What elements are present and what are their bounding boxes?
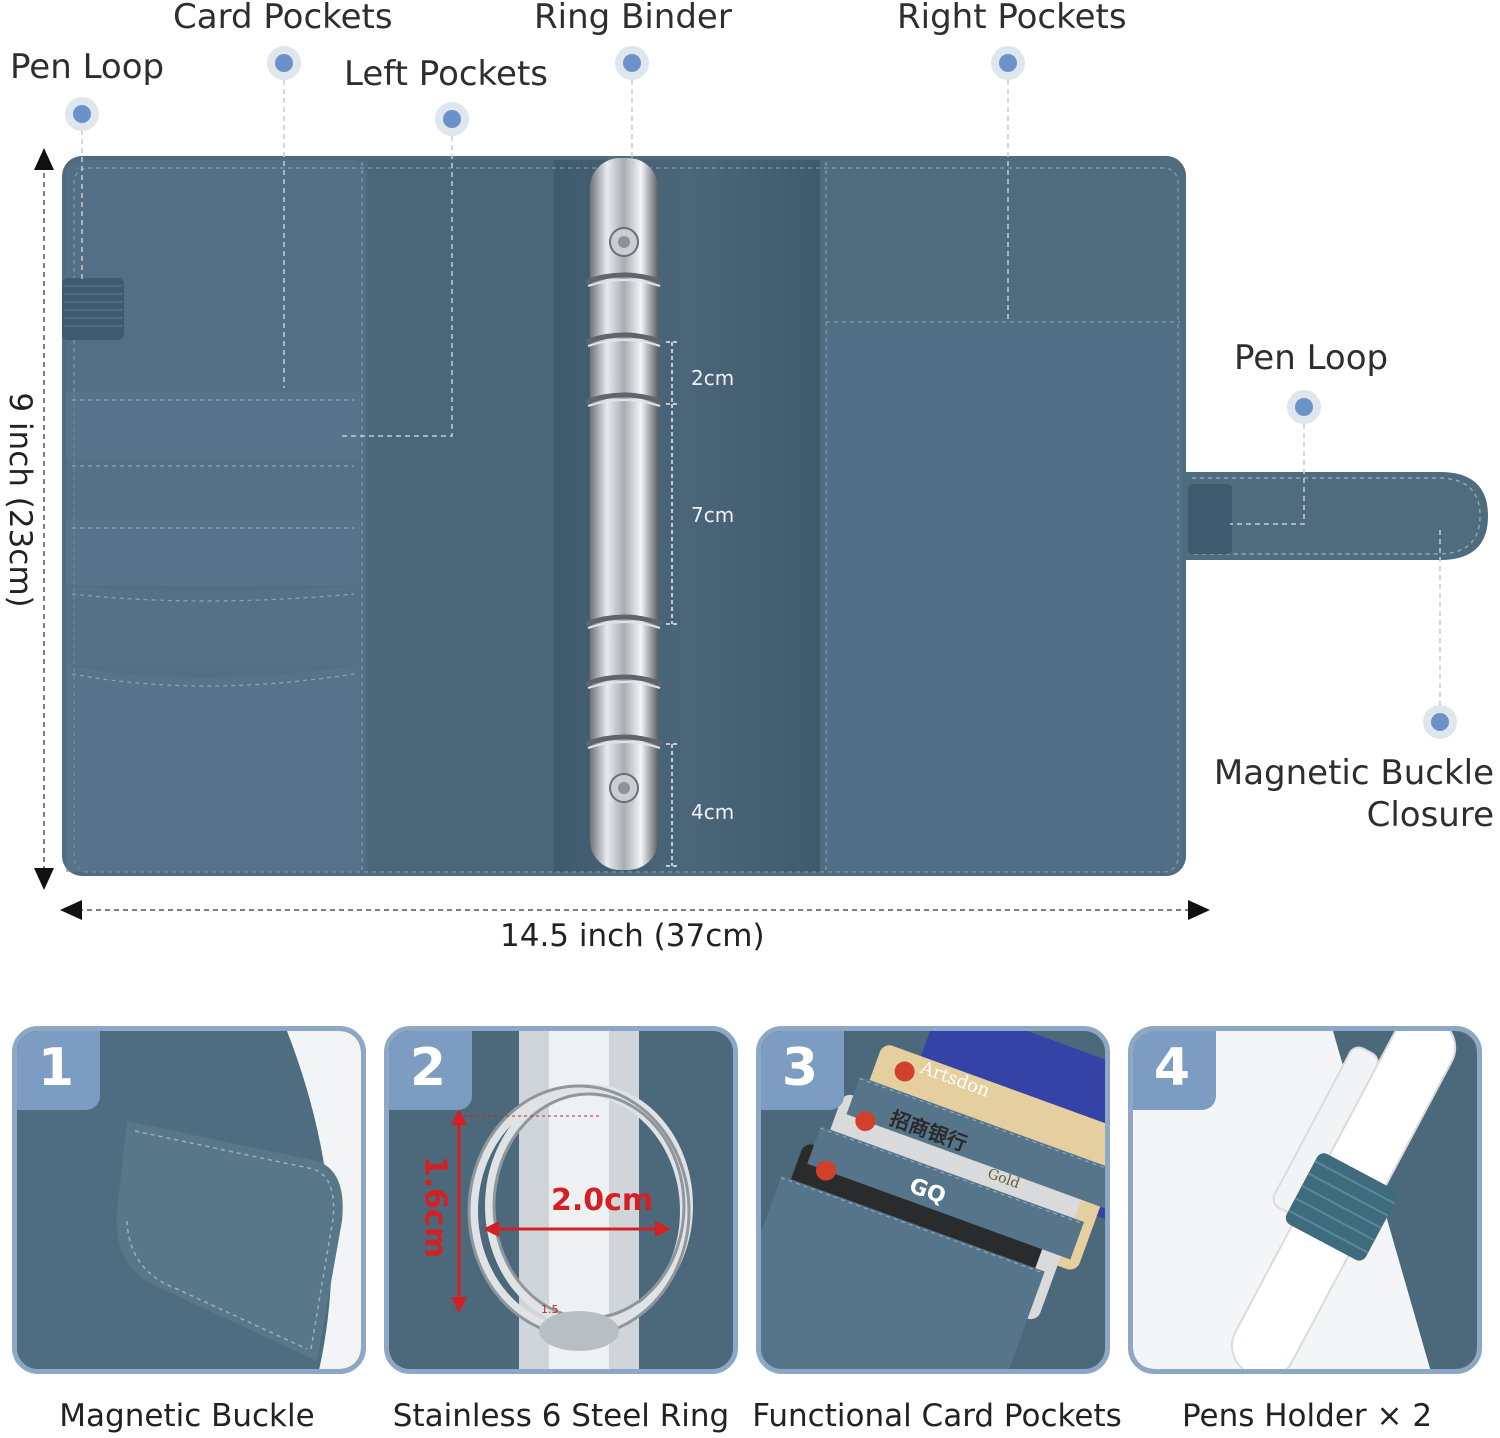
ring-spacing-bottom-label: 4cm bbox=[691, 800, 735, 824]
label-magnetic-closure-line2: Closure bbox=[1366, 795, 1494, 835]
feature-panel-card-pockets: Artsdon 招商银行 Gold GQ 3 bbox=[756, 1026, 1110, 1374]
callout-dot-left-pockets bbox=[435, 102, 469, 136]
callout-dot-ring-binder bbox=[615, 46, 649, 80]
callout-dot-pen-loop-left bbox=[65, 97, 99, 131]
binder-diagram bbox=[34, 80, 1488, 920]
label-left-pockets: Left Pockets bbox=[344, 54, 548, 94]
pen-loop-left-strap bbox=[62, 278, 124, 340]
label-ring-binder: Ring Binder bbox=[534, 0, 732, 37]
label-pen-loop-left: Pen Loop bbox=[10, 47, 165, 87]
label-pen-loop-right: Pen Loop bbox=[1234, 338, 1389, 378]
caption-magnetic-buckle: Magnetic Buckle bbox=[59, 1398, 315, 1434]
caption-steel-ring: Stainless 6 Steel Ring bbox=[392, 1398, 730, 1434]
card-pockets-illustration bbox=[761, 1031, 1105, 1369]
width-dimension-arrow bbox=[60, 900, 1210, 920]
feature-panel-magnetic-buckle: 1 bbox=[12, 1026, 366, 1374]
callout-dot-magnetic-closure bbox=[1423, 705, 1457, 739]
feature-panel-steel-ring: 1.6cm 2.0cm 1.5 2 bbox=[384, 1026, 738, 1374]
feature-panel-pen-holder: 4 bbox=[1128, 1026, 1482, 1374]
label-card-pockets: Card Pockets bbox=[173, 0, 393, 37]
feature-number-1: 1 bbox=[17, 1031, 100, 1110]
ring-mechanism bbox=[585, 158, 663, 870]
ring-spacing-top-label: 2cm bbox=[691, 366, 735, 390]
feature-number-3: 3 bbox=[761, 1031, 844, 1110]
callout-dot-pen-loop-right bbox=[1287, 390, 1321, 424]
feature-number-4: 4 bbox=[1133, 1031, 1216, 1110]
height-dimension-label: 9 inch (23cm) bbox=[2, 392, 38, 608]
height-dimension-arrow bbox=[34, 148, 54, 890]
ring-spacing-middle-label: 7cm bbox=[691, 503, 735, 527]
width-dimension-label: 14.5 inch (37cm) bbox=[500, 918, 765, 954]
magnetic-closure-tab bbox=[1186, 472, 1488, 560]
callout-dot-card-pockets bbox=[267, 46, 301, 80]
callout-leader-lines bbox=[81, 80, 1441, 706]
feature-number-2: 2 bbox=[389, 1031, 472, 1110]
card-slots bbox=[66, 392, 360, 872]
caption-card-pockets: Functional Card Pockets bbox=[752, 1398, 1122, 1434]
label-magnetic-closure-line1: Magnetic Buckle bbox=[1213, 753, 1494, 793]
ring-small-mark-label: 1.5 bbox=[541, 1303, 559, 1316]
ring-spacing-brackets bbox=[666, 341, 680, 867]
callout-dot-right-pockets bbox=[991, 46, 1025, 80]
ring-inner-width-label: 2.0cm bbox=[551, 1183, 654, 1218]
label-right-pockets: Right Pockets bbox=[897, 0, 1127, 37]
binder-body bbox=[62, 156, 1186, 876]
ring-inner-height-label: 1.6cm bbox=[417, 1155, 453, 1259]
caption-pen-holder: Pens Holder × 2 bbox=[1181, 1398, 1433, 1434]
